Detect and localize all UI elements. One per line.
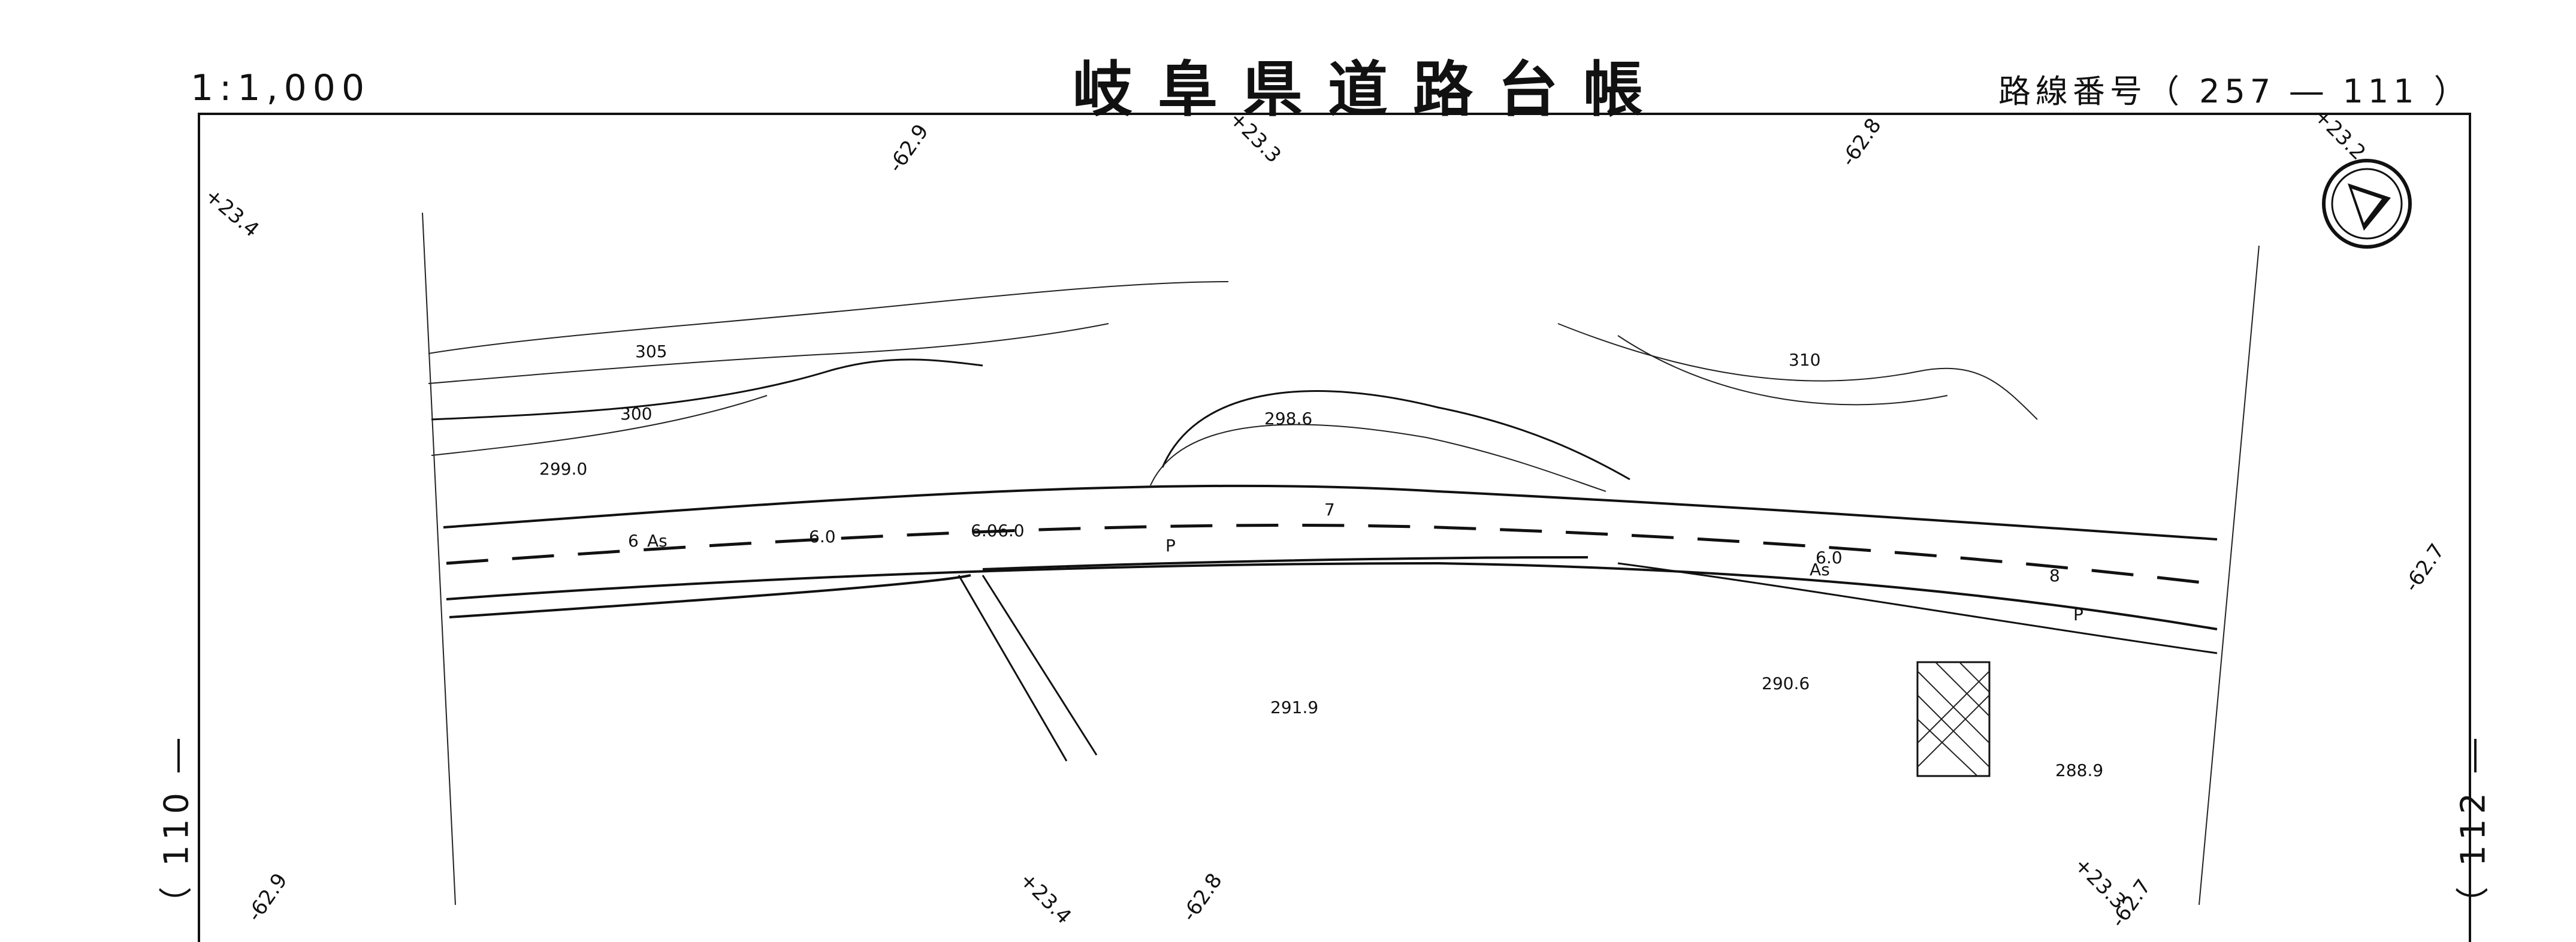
- grid-coordinate: -62.7: [2400, 539, 2450, 596]
- map-scale: 1:1,000: [191, 67, 371, 109]
- road-label: As: [647, 531, 668, 551]
- side-road: [958, 575, 1098, 762]
- road-label: 7: [1324, 500, 1335, 520]
- spot-height: 290.6: [1762, 674, 1810, 693]
- grid-coordinate: -62.8: [1177, 869, 1227, 926]
- map-frame: [198, 113, 2471, 942]
- survey-boundary: [422, 212, 2260, 905]
- spot-heights: 299.0 298.6 291.9 290.6 288.9: [539, 409, 2103, 780]
- spot-height: 298.6: [1264, 409, 1312, 428]
- grid-coordinate: +23.4: [1015, 868, 1076, 929]
- road: [443, 484, 2218, 654]
- grid-coordinate: +23.3: [1225, 107, 1286, 168]
- grid-coordinate: +23.4: [200, 183, 264, 242]
- road-label: 8: [2049, 566, 2060, 585]
- road-label: 6.0: [971, 521, 998, 541]
- road-label: P: [2073, 605, 2083, 624]
- spot-height: 288.9: [2055, 760, 2103, 780]
- road-labels: 6 As 7 As 8 P P 6.0 6.0 6.0 6.0: [628, 500, 2083, 624]
- retaining-wall: [1916, 661, 1991, 777]
- road-label: 6.0: [809, 527, 836, 547]
- route-number: 路線番号（ 257 ― 111 ）: [1998, 73, 2471, 110]
- road-label: 6: [628, 531, 639, 551]
- spot-height: 299.0: [539, 459, 587, 479]
- road-label: As: [1810, 560, 1830, 579]
- road-label: P: [1165, 536, 1176, 555]
- contour-lines: [428, 281, 2038, 492]
- contour-labels: 305 300 310: [620, 342, 1820, 424]
- road-label: 6.0: [1816, 548, 1843, 567]
- contour-label: 310: [1789, 350, 1820, 370]
- road-label: 6.0: [998, 521, 1025, 541]
- grid-coordinate: -62.8: [1837, 114, 1886, 171]
- contour-label: 300: [620, 404, 652, 424]
- contour-label: 305: [635, 342, 667, 361]
- grid-coordinate: -62.9: [243, 869, 292, 926]
- grid-coordinate: -62.9: [884, 120, 934, 177]
- spot-height: 291.9: [1270, 698, 1318, 717]
- wall-hatching: [1917, 662, 1990, 777]
- north-arrow-icon: [2322, 159, 2412, 249]
